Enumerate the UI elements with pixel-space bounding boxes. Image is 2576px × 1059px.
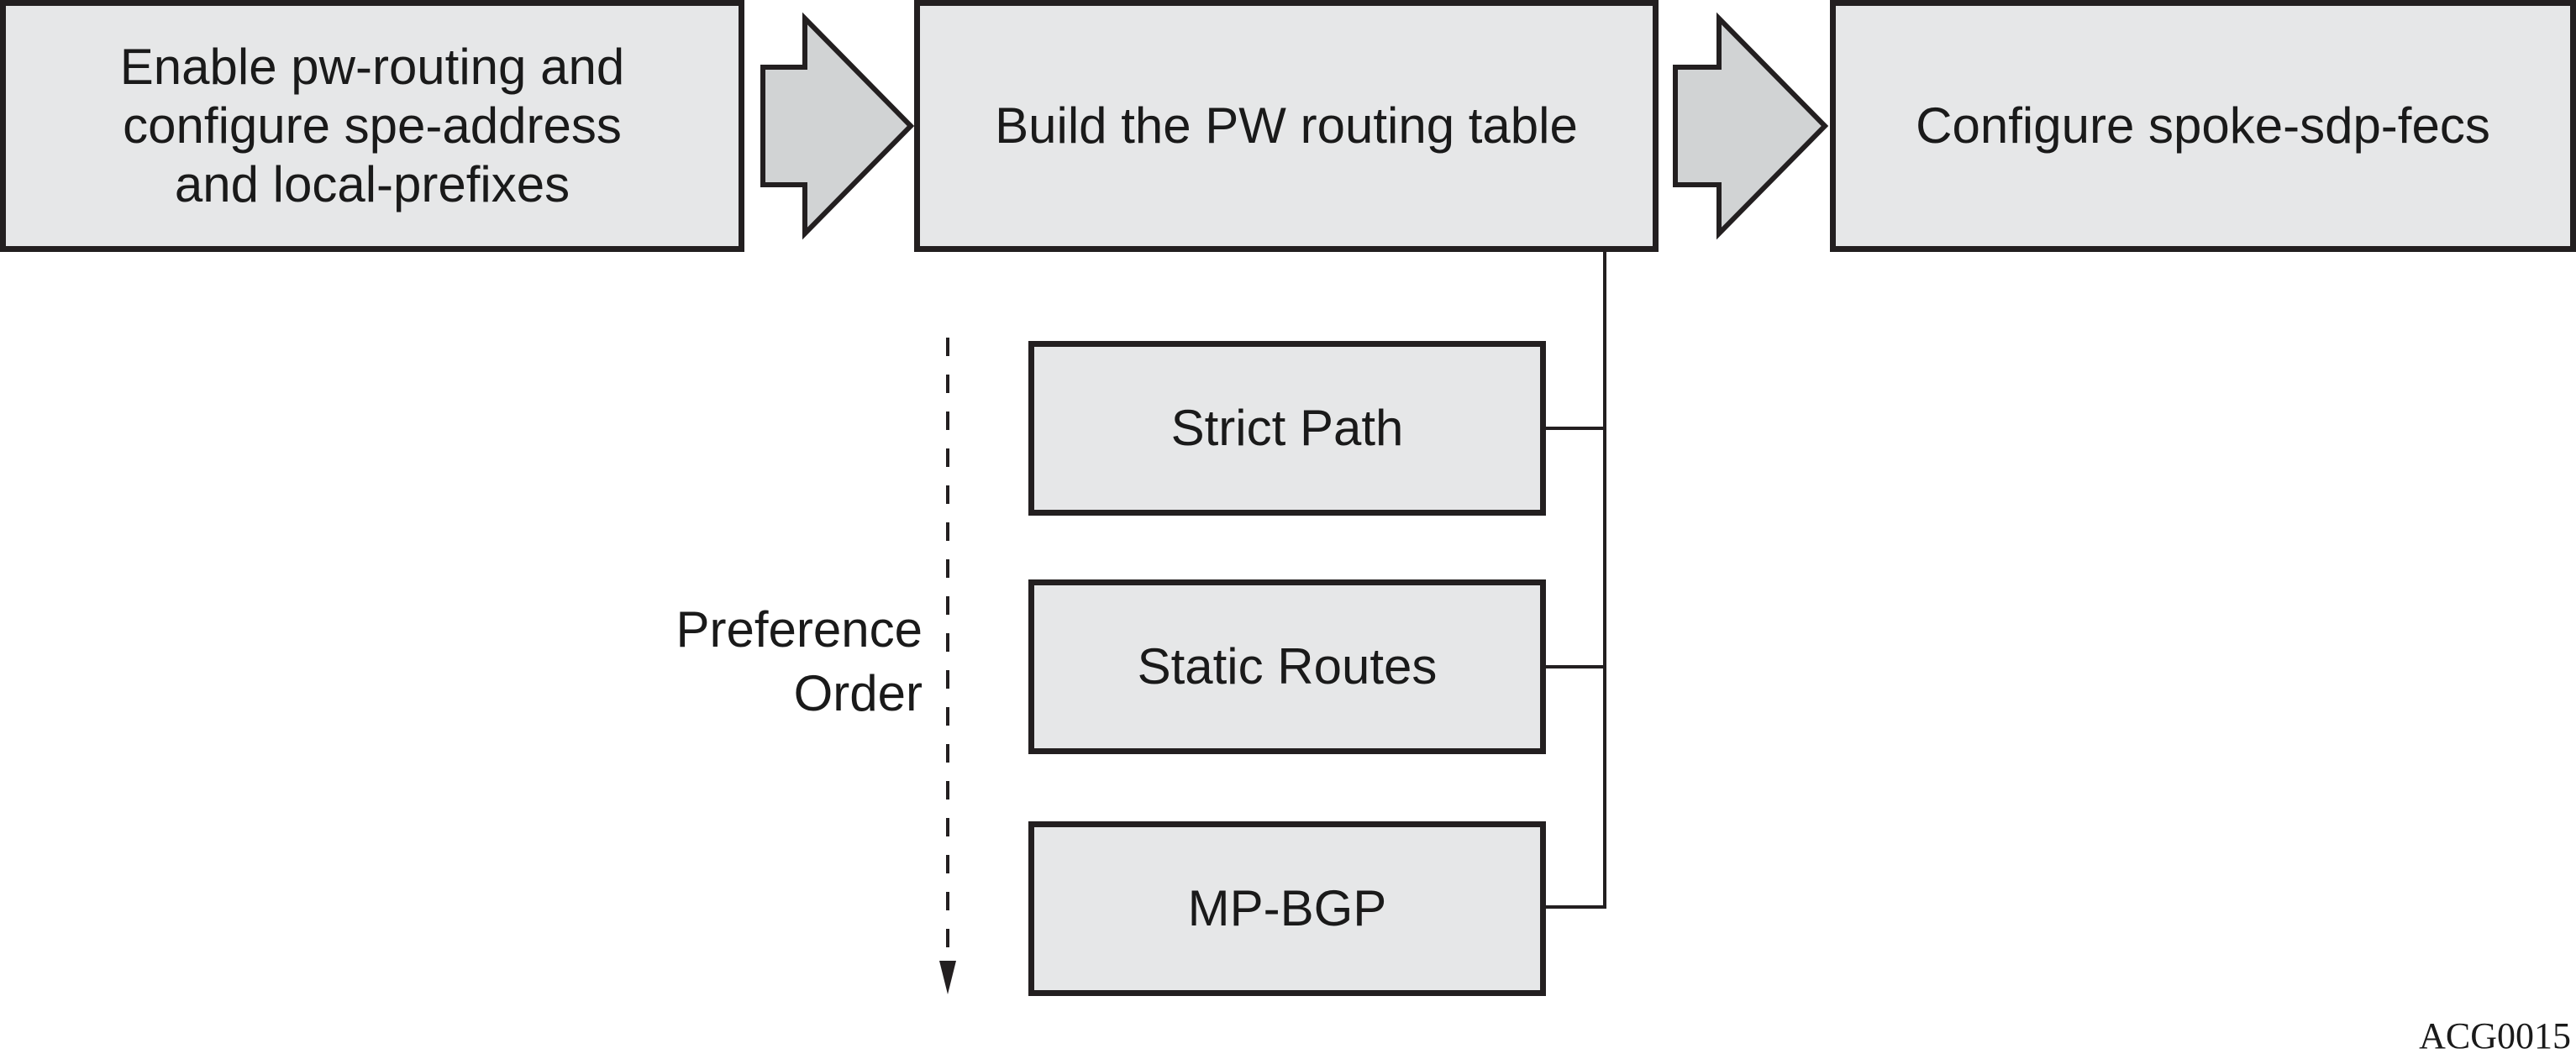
figure-id: ACG0015 (2419, 1015, 2571, 1056)
step-enable-pw-routing: Enable pw-routing and configure spe-addr… (0, 0, 744, 252)
preference-order-arrowhead (939, 961, 956, 994)
flow-arrow-2 (1673, 12, 1829, 240)
step-3-label: Configure spoke-sdp-fecs (1916, 97, 2490, 154)
flow-arrow-1 (760, 12, 915, 240)
step-configure-spoke-sdp-fecs: Configure spoke-sdp-fecs (1830, 0, 2576, 252)
step-1-line-2: configure spe-address (123, 97, 622, 154)
routing-source-label: MP-BGP (1187, 880, 1387, 936)
preference-order-line-2: Order (793, 665, 923, 721)
routing-source-label: Static Routes (1137, 638, 1438, 695)
routing-source-label: Strict Path (1170, 400, 1404, 456)
step-1-line-3: and local-prefixes (174, 156, 570, 212)
routing-source-mp-bgp: MP-BGP (1028, 821, 1546, 996)
preference-order-line-1: Preference (676, 601, 923, 658)
routing-source-strict-path: Strict Path (1028, 341, 1546, 516)
routing-source-static-routes: Static Routes (1028, 579, 1546, 754)
step-2-label: Build the PW routing table (995, 97, 1578, 154)
preference-order-label: Preference Order (676, 598, 923, 726)
step-build-pw-routing-table: Build the PW routing table (914, 0, 1659, 252)
step-1-line-1: Enable pw-routing and (119, 39, 625, 95)
